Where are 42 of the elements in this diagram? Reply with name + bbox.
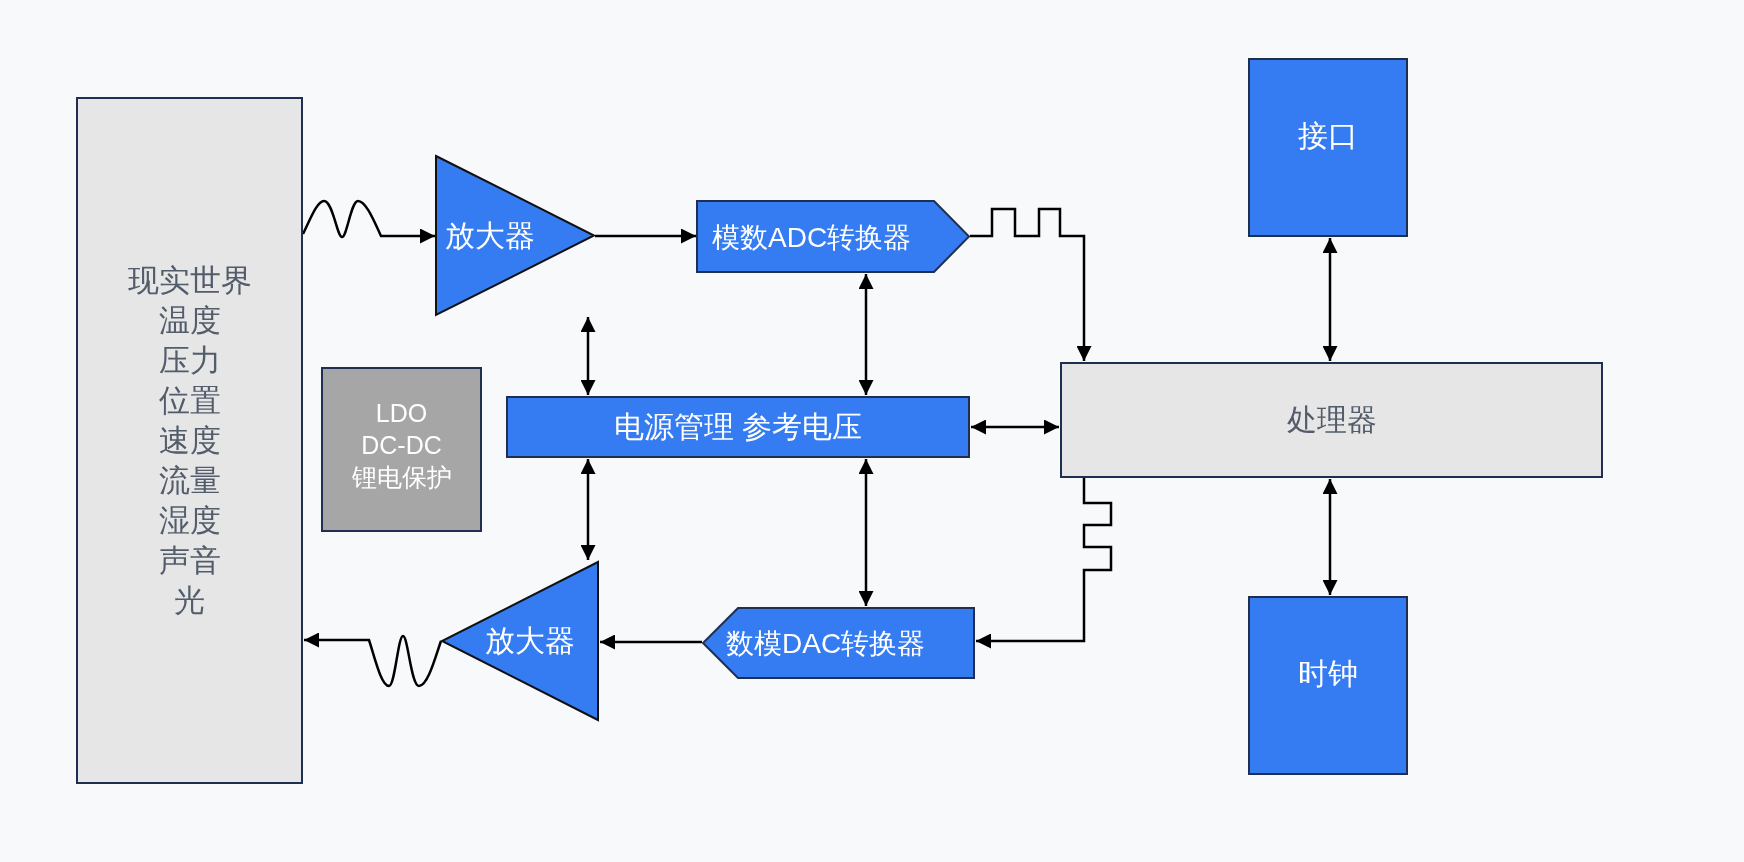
block-label: 放大器 (485, 623, 575, 659)
block-label: 湿度 (158, 501, 221, 540)
block-label: 模数ADC转换器 (712, 220, 912, 254)
block-label: 电源管理 参考电压 (613, 409, 863, 445)
power-management-bar (506, 396, 970, 458)
double-arrow (858, 274, 874, 395)
block-label: 处理器 (1286, 402, 1377, 438)
power-supply-box (321, 367, 482, 532)
block-label: 接口 (1298, 117, 1358, 154)
block-label: 现实世界 (127, 261, 252, 300)
arrow (595, 228, 696, 244)
double-arrow (580, 459, 596, 560)
processor-box (1060, 362, 1603, 478)
block-label: 时钟 (1298, 655, 1358, 692)
block-label: 声音 (158, 541, 221, 580)
block-label: 速度 (158, 421, 221, 460)
block-label: 温度 (158, 301, 221, 340)
arrow (600, 634, 702, 650)
double-arrow (1322, 479, 1338, 595)
block-label: 位置 (158, 381, 221, 420)
double-arrow (580, 317, 596, 395)
block-label: DC-DC (361, 429, 442, 461)
block-label: 锂电保护 (351, 461, 452, 493)
double-arrow (858, 459, 874, 606)
double-arrow (971, 419, 1059, 435)
real-world-box (76, 97, 303, 784)
square-wave-arrow (976, 478, 1113, 649)
clock-box (1248, 596, 1408, 775)
dac-block (702, 607, 975, 679)
amplifier-triangle (435, 155, 595, 316)
block-label: 压力 (158, 341, 221, 380)
block-label: 放大器 (445, 217, 535, 254)
block-label: 数模DAC转换器 (726, 626, 926, 661)
double-arrow (1322, 238, 1338, 361)
interface-box (1248, 58, 1408, 237)
adc-block (696, 200, 970, 273)
block-label: 光 (174, 581, 205, 620)
sine-wave-arrow (304, 632, 443, 688)
block-label: LDO (375, 397, 428, 429)
block-label: 流量 (158, 461, 221, 500)
square-wave-arrow (970, 207, 1092, 361)
amplifier-triangle (441, 561, 599, 721)
